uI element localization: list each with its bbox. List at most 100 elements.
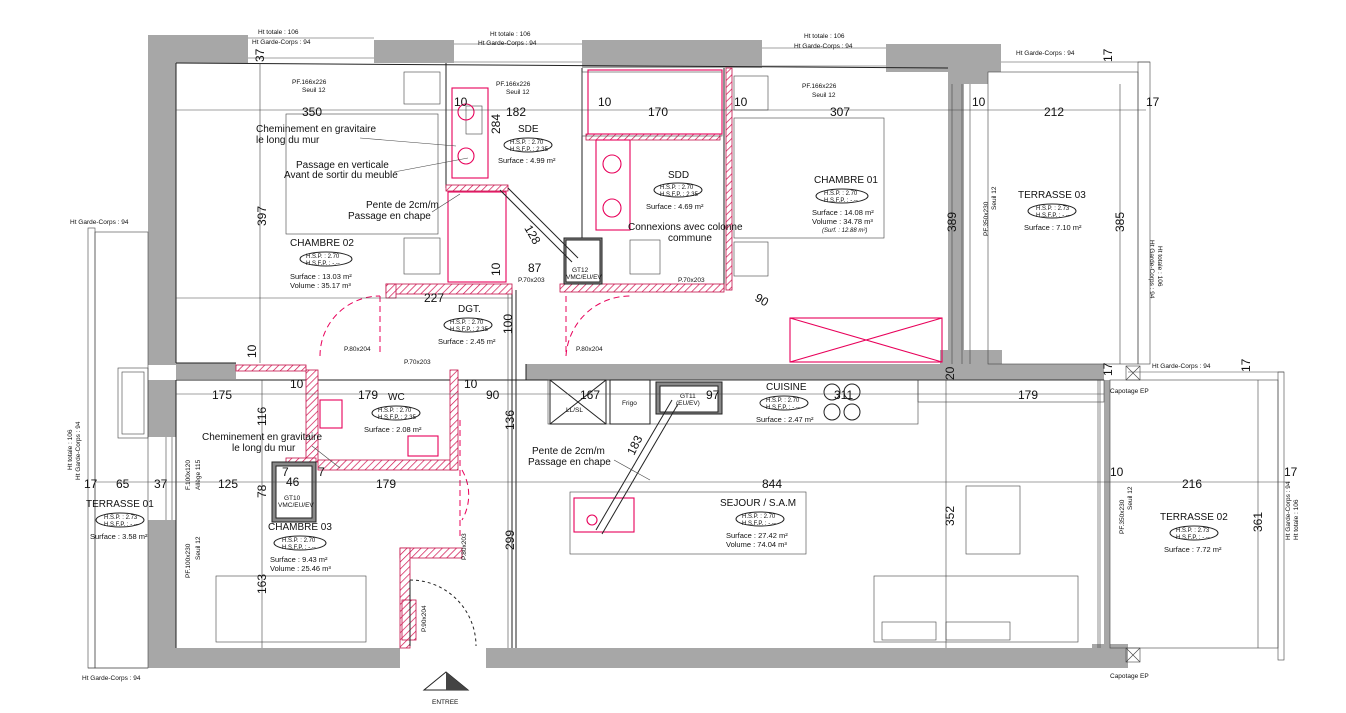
svg-text:PF.100x230: PF.100x230: [185, 543, 192, 578]
svg-text:216: 216: [1182, 477, 1202, 491]
svg-text:H.S.P. : 2.70: H.S.P. : 2.70: [824, 191, 858, 197]
svg-text:le long du mur: le long du mur: [256, 135, 320, 146]
svg-text:SDD: SDD: [668, 170, 689, 181]
svg-text:65: 65: [116, 477, 130, 491]
svg-text:17: 17: [1284, 465, 1298, 479]
svg-text:Seuil 12: Seuil 12: [812, 92, 836, 99]
svg-text:CHAMBRE 01: CHAMBRE 01: [814, 175, 878, 186]
svg-text:10: 10: [972, 95, 986, 109]
svg-text:116: 116: [255, 407, 269, 426]
svg-text:361: 361: [1251, 512, 1265, 532]
svg-text:TERRASSE 03: TERRASSE 03: [1018, 190, 1086, 201]
svg-text:WC: WC: [388, 392, 405, 403]
equipment-labels: GT12 VMC/EU/EV GT11 (EU/EV) GT10 VMC/EU/…: [278, 267, 700, 509]
terrace-outlines: [87, 61, 1285, 669]
svg-text:17: 17: [1239, 358, 1253, 372]
svg-text:DGT.: DGT.: [458, 304, 481, 315]
svg-text:Surface : 2.08 m²: Surface : 2.08 m²: [364, 425, 422, 434]
svg-text:H.S.P. : 2.70: H.S.P. : 2.70: [510, 140, 544, 146]
svg-text:TERRASSE 01: TERRASSE 01: [86, 499, 154, 510]
svg-text:87: 87: [528, 261, 542, 275]
svg-text:P.70x203: P.70x203: [518, 277, 545, 284]
svg-text:78: 78: [255, 484, 269, 498]
technical-ducts: [271, 237, 723, 523]
svg-text:97: 97: [706, 388, 720, 402]
gc-label-4: Ht Garde-Corps : 94: [1016, 50, 1075, 57]
svg-text:90: 90: [753, 290, 772, 309]
svg-text:352: 352: [943, 506, 957, 526]
svg-text:VMC/EU/EV: VMC/EU/EV: [278, 502, 314, 509]
svg-text:170: 170: [648, 105, 668, 119]
svg-text:844: 844: [762, 477, 782, 491]
svg-text:F.100x120: F.100x120: [185, 460, 192, 490]
svg-text:389: 389: [945, 212, 959, 232]
svg-text:H.S.P. : 2.70: H.S.P. : 2.70: [742, 514, 776, 520]
svg-text:10: 10: [734, 95, 748, 109]
svg-text:37: 37: [154, 477, 168, 491]
svg-text:Surface : 4.99 m²: Surface : 4.99 m²: [498, 156, 556, 165]
room-cuisine: CUISINE H.S.P. : 2.70 H.S.F.P. : -.-- Su…: [756, 382, 814, 424]
svg-text:128: 128: [521, 223, 543, 248]
svg-text:H.S.F.P. : -.--: H.S.F.P. : -.--: [282, 545, 316, 551]
svg-text:LL/SL: LL/SL: [566, 407, 583, 414]
svg-text:H.S.F.P. : -.--: H.S.F.P. : -.--: [104, 522, 138, 528]
svg-text:Passage en verticale: Passage en verticale: [296, 160, 389, 171]
ht-vertical-left: Ht totale : 106: [67, 429, 74, 470]
svg-text:Surface : 3.58 m²: Surface : 3.58 m²: [90, 532, 148, 541]
svg-text:GT11: GT11: [680, 393, 696, 400]
window-lines: [165, 37, 1101, 648]
svg-text:212: 212: [1044, 105, 1064, 119]
svg-text:(EU/EV): (EU/EV): [676, 400, 700, 407]
entrance-marker: ENTREE: [422, 671, 470, 706]
svg-text:Seuil 12: Seuil 12: [506, 89, 530, 96]
svg-text:179: 179: [1018, 388, 1038, 402]
ht-vertical-right-1: Ht totale : 106: [1156, 246, 1163, 287]
svg-text:Surface : 7.72 m²: Surface : 7.72 m²: [1164, 545, 1222, 554]
svg-text:Cheminement en gravitaire: Cheminement en gravitaire: [256, 124, 376, 135]
svg-text:P.80x204: P.80x204: [576, 346, 603, 353]
gc-label-6: Ht Garde-Corps : 94: [1152, 363, 1211, 370]
svg-text:H.S.F.P. : 2.35: H.S.F.P. : 2.35: [450, 327, 489, 333]
svg-text:350: 350: [302, 105, 322, 119]
ht-label-3: Ht totale : 106: [804, 33, 845, 40]
gc-vertical-right-2: Ht Garde-Corps : 94: [1285, 481, 1292, 540]
gc-vertical-left: Ht Garde-Corps : 94: [75, 421, 82, 480]
svg-text:H.S.F.P. : -.--: H.S.F.P. : -.--: [766, 405, 800, 411]
svg-text:10: 10: [290, 377, 304, 391]
svg-text:299: 299: [503, 530, 517, 550]
svg-text:10: 10: [598, 95, 612, 109]
svg-text:GT10: GT10: [284, 495, 301, 502]
svg-text:H.S.F.P. : 2.35: H.S.F.P. : 2.35: [510, 147, 549, 153]
svg-text:P.90x204: P.90x204: [421, 605, 428, 632]
svg-text:PF.166x226: PF.166x226: [802, 83, 837, 90]
svg-text:385: 385: [1113, 212, 1127, 232]
svg-text:Frigo: Frigo: [622, 400, 637, 407]
svg-text:H.S.P. : 2.70: H.S.P. : 2.70: [450, 320, 484, 326]
svg-text:TERRASSE 02: TERRASSE 02: [1160, 512, 1228, 523]
svg-text:307: 307: [830, 105, 850, 119]
svg-text:179: 179: [358, 388, 378, 402]
svg-text:Surface : 2.47 m²: Surface : 2.47 m²: [756, 415, 814, 424]
svg-text:Passage en chape: Passage en chape: [348, 211, 431, 222]
svg-text:Surface : 9.43 m²: Surface : 9.43 m²: [270, 555, 328, 564]
room-chambre03: CHAMBRE 03 H.S.P. : 2.70 H.S.F.P. : -.--…: [268, 522, 332, 573]
room-terrasse03: TERRASSE 03 H.S.P. : 2.73 H.S.F.P. : -.-…: [1018, 190, 1086, 232]
svg-text:Surface : 13.03 m²: Surface : 13.03 m²: [290, 272, 352, 281]
svg-text:PF.350x230: PF.350x230: [1119, 499, 1126, 534]
ht-label-2: Ht totale : 106: [490, 31, 531, 38]
svg-text:(Surf. : 12.88 m²): (Surf. : 12.88 m²): [822, 228, 867, 234]
room-chambre01: CHAMBRE 01 H.S.P. : 2.70 H.S.F.P. : -.--…: [812, 175, 878, 234]
svg-text:P.80x203: P.80x203: [461, 533, 468, 560]
svg-text:PF.166x226: PF.166x226: [292, 79, 327, 86]
svg-text:Pente de 2cm/m: Pente de 2cm/m: [366, 200, 439, 211]
svg-text:H.S.P. : 2.70: H.S.P. : 2.70: [282, 538, 316, 544]
gc-label-2: Ht Garde-Corps : 94: [478, 40, 537, 47]
svg-text:P.70x203: P.70x203: [678, 277, 705, 284]
svg-text:163: 163: [255, 574, 269, 594]
svg-text:CHAMBRE 03: CHAMBRE 03: [268, 522, 332, 533]
height-labels: Ht totale : 106 Ht Garde-Corps : 94 Ht t…: [67, 29, 1300, 682]
svg-text:100: 100: [501, 314, 515, 334]
svg-text:183: 183: [624, 433, 646, 457]
svg-text:10: 10: [1110, 465, 1124, 479]
svg-text:Seuil 12: Seuil 12: [195, 536, 202, 560]
